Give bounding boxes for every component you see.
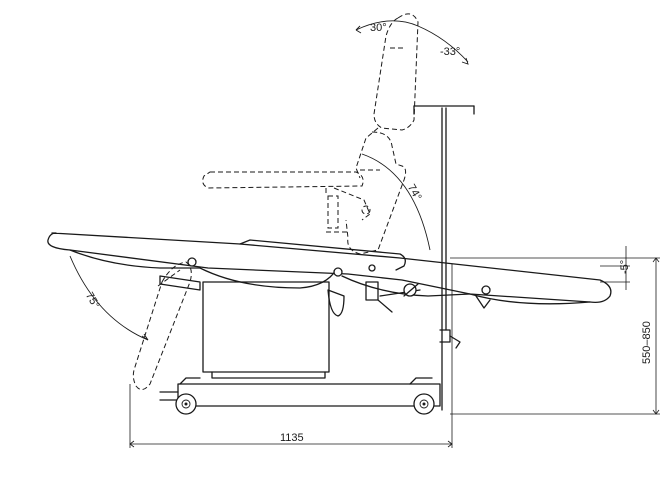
length-label: 1135 (280, 432, 304, 444)
hinge-mechanisms (159, 257, 491, 317)
legrest-angle-label: 75° (83, 290, 102, 310)
seat-and-legrest (47, 232, 612, 305)
backrest-forward-angle-label: 30° (370, 22, 387, 34)
backrest (326, 13, 419, 255)
backrest-sweep-angle-label: 74° (405, 182, 424, 202)
seat-tilt-angle-label: -5° (619, 260, 631, 274)
armrest-tray (202, 171, 364, 196)
dimension-lines (129, 246, 660, 448)
height-range-label: 550–850 (641, 321, 653, 364)
chair-base (159, 281, 441, 407)
angle-arcs (69, 20, 469, 341)
left-caster (175, 393, 197, 415)
legrest-lowered (132, 261, 192, 390)
backrest-back-angle-label: -33° (440, 46, 460, 58)
right-caster (413, 393, 435, 415)
